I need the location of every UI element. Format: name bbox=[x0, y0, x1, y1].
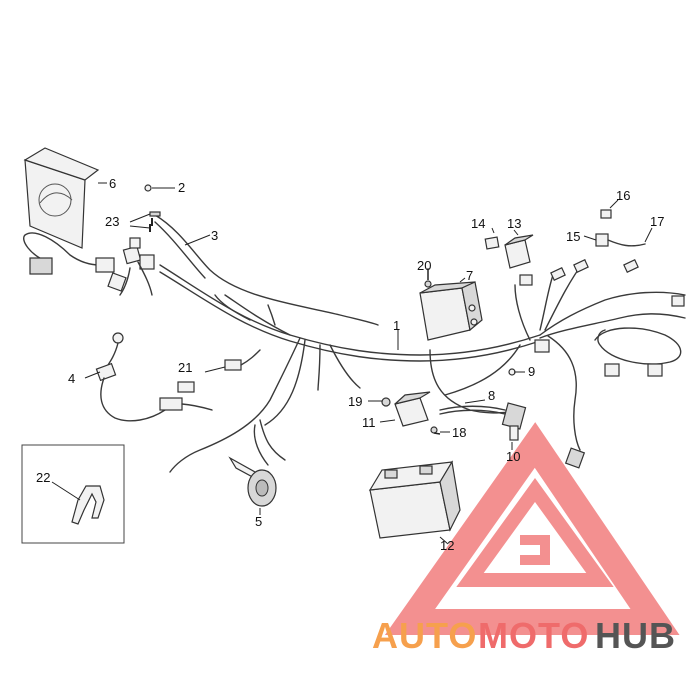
callout-2: 2 bbox=[178, 180, 185, 195]
callout-6: 6 bbox=[109, 176, 116, 191]
callout-4: 4 bbox=[68, 371, 75, 386]
part-12-battery bbox=[368, 460, 461, 539]
part-21-connectors bbox=[177, 349, 261, 393]
part-2-cap bbox=[144, 184, 152, 192]
callout-8: 8 bbox=[488, 388, 495, 403]
callout-12: 12 bbox=[440, 538, 454, 553]
part-14-fuse bbox=[484, 236, 500, 250]
watermark-text-hub: HUB bbox=[595, 615, 676, 656]
callout-23: 23 bbox=[105, 214, 119, 229]
callout-3: 3 bbox=[211, 228, 218, 243]
callout-20: 20 bbox=[417, 258, 431, 273]
callout-5: 5 bbox=[255, 514, 262, 529]
connector-cluster-left bbox=[107, 237, 155, 296]
part-19-screw bbox=[381, 397, 391, 407]
part-15-small-relay bbox=[595, 233, 609, 247]
callout-11: 11 bbox=[362, 415, 376, 430]
part-6-document-bag bbox=[23, 147, 100, 249]
watermark-text-moto: MOTO bbox=[478, 615, 589, 656]
part-16-fuse bbox=[600, 209, 612, 219]
callout-10: 10 bbox=[506, 449, 520, 464]
left-cable-connector bbox=[23, 232, 115, 275]
part-10-spark-plug-cap bbox=[501, 402, 527, 441]
part-4-switch bbox=[95, 332, 213, 422]
right-plug-cable bbox=[564, 447, 586, 469]
part-7-control-unit bbox=[419, 281, 483, 341]
callout-9: 9 bbox=[528, 364, 535, 379]
callout-13: 13 bbox=[507, 216, 521, 231]
leader-lines bbox=[51, 182, 653, 545]
callout-7: 7 bbox=[466, 268, 473, 283]
part-22-inset-box bbox=[21, 444, 125, 544]
callout-1: 1 bbox=[393, 318, 400, 333]
part-11-regulator bbox=[394, 391, 431, 427]
callout-17: 17 bbox=[650, 214, 664, 229]
callout-16: 16 bbox=[616, 188, 630, 203]
part-13-relay bbox=[504, 234, 534, 269]
callout-15: 15 bbox=[566, 229, 580, 244]
part-8-ht-cable bbox=[439, 405, 506, 415]
right-harness-connectors bbox=[519, 259, 685, 353]
callout-18: 18 bbox=[452, 425, 466, 440]
part-20-bolt bbox=[424, 270, 432, 288]
main-wiring-harness bbox=[159, 259, 686, 473]
secondary-harness-3 bbox=[154, 214, 379, 326]
callout-22: 22 bbox=[36, 470, 50, 485]
right-loop-cable bbox=[594, 327, 682, 377]
part-17-wire bbox=[607, 239, 646, 247]
part-18-screw bbox=[430, 426, 441, 435]
callout-19: 19 bbox=[348, 394, 362, 409]
watermark-text: AUTO MOTO HUB bbox=[372, 615, 676, 656]
callout-21: 21 bbox=[178, 360, 192, 375]
callout-14: 14 bbox=[471, 216, 485, 231]
part-5-horn bbox=[228, 456, 277, 507]
callout-numbers: 1 2 3 4 5 6 7 8 9 10 11 12 13 14 15 16 1… bbox=[36, 176, 664, 553]
watermark-text-auto: AUTO bbox=[372, 615, 477, 656]
watermark-logo bbox=[384, 422, 680, 635]
